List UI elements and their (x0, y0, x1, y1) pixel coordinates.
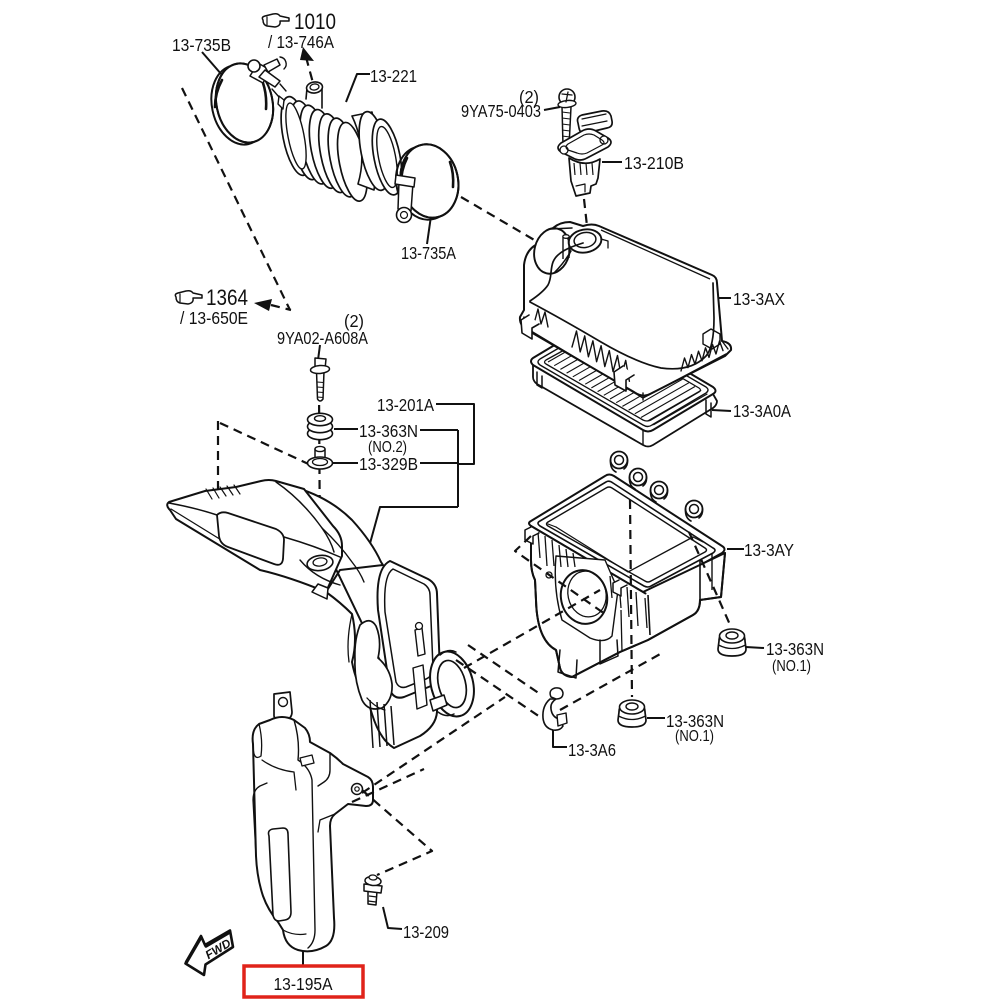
svg-text:/ 13-650E: / 13-650E (180, 308, 248, 328)
svg-text:1364: 1364 (206, 285, 248, 310)
svg-text:13-329B: 13-329B (359, 454, 418, 474)
svg-text:9YA75-0403: 9YA75-0403 (461, 101, 541, 121)
svg-text:(NO.1): (NO.1) (675, 728, 714, 745)
svg-text:13-3A6: 13-3A6 (568, 740, 616, 760)
svg-text:13-3AX: 13-3AX (733, 289, 785, 309)
svg-text:13-735A: 13-735A (401, 243, 456, 263)
svg-text:13-363N: 13-363N (666, 711, 724, 731)
svg-text:13-3AY: 13-3AY (744, 540, 794, 560)
svg-text:13-210B: 13-210B (624, 153, 684, 173)
svg-text:(2): (2) (519, 87, 539, 107)
svg-text:13-209: 13-209 (403, 922, 449, 942)
svg-text:1010: 1010 (294, 9, 336, 34)
svg-text:13-201A: 13-201A (377, 395, 434, 415)
svg-text:(NO.2): (NO.2) (368, 439, 407, 456)
svg-text:13-363N: 13-363N (359, 421, 418, 441)
svg-text:13-735B: 13-735B (172, 35, 231, 55)
svg-text:9YA02-A608A: 9YA02-A608A (277, 328, 368, 348)
svg-text:13-195A: 13-195A (274, 974, 333, 994)
svg-text:13-363N: 13-363N (766, 639, 824, 659)
svg-text:13-221: 13-221 (370, 66, 417, 86)
svg-text:/ 13-746A: / 13-746A (268, 32, 334, 52)
svg-text:(2): (2) (344, 311, 364, 331)
svg-text:13-3A0A: 13-3A0A (733, 401, 791, 421)
svg-text:(NO.1): (NO.1) (772, 658, 811, 675)
